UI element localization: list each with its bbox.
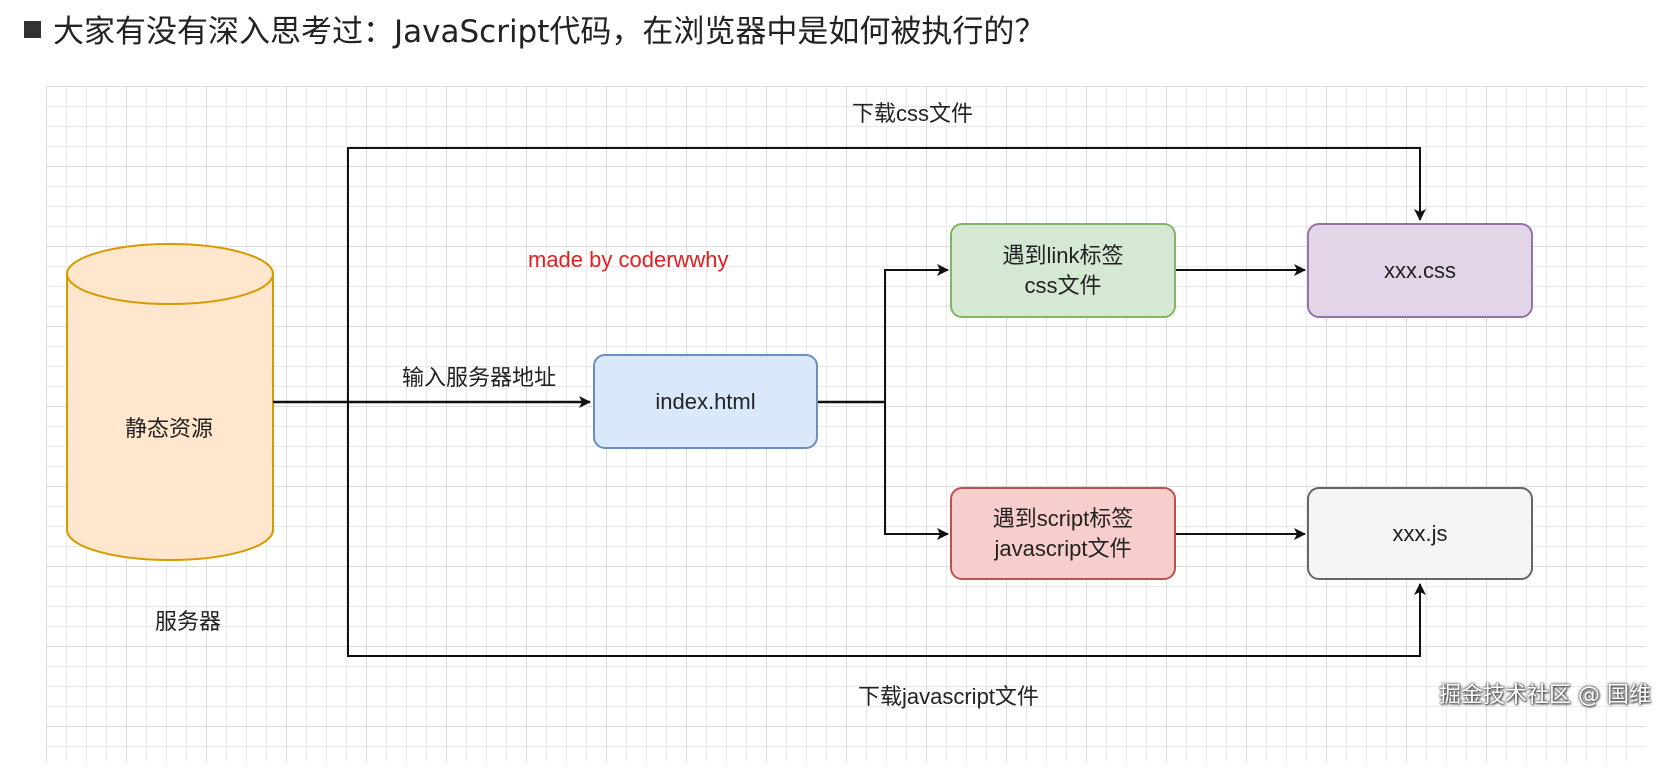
download-css-label: 下载css文件 (852, 101, 974, 126)
arrow-index-to-link (884, 264, 949, 402)
arrow-download-css (347, 147, 1426, 402)
link-tag-node: 遇到link标签 css文件 (950, 223, 1176, 318)
page-heading: 大家有没有深入思考过：JavaScript代码，在浏览器中是如何被执行的？ (24, 6, 1045, 50)
static-resources-cylinder (66, 243, 274, 561)
link-tag-line1: 遇到link标签 (1002, 242, 1124, 268)
script-tag-node: 遇到script标签 javascript文件 (950, 487, 1176, 580)
js-file-node: xxx.js (1307, 487, 1533, 580)
css-file-node: xxx.css (1307, 223, 1533, 318)
cylinder-label: 静态资源 (125, 416, 214, 441)
input-address-label: 输入服务器地址 (402, 365, 557, 390)
credit-text: made by coderwwhy (528, 247, 729, 272)
server-label: 服务器 (155, 609, 222, 634)
download-js-label: 下载javascript文件 (858, 684, 1039, 709)
css-file-text: xxx.css (1383, 257, 1457, 283)
index-html-node: index.html (593, 354, 818, 449)
arrow-download-js (347, 402, 1426, 657)
diagram-canvas (46, 86, 1646, 762)
link-tag-line2: css文件 (1024, 272, 1102, 298)
index-html-text: index.html (655, 388, 756, 414)
script-tag-line1: 遇到script标签 (992, 505, 1134, 531)
square-bullet-icon (24, 20, 41, 38)
script-tag-line2: javascript文件 (994, 535, 1132, 561)
js-file-text: xxx.js (1392, 520, 1448, 546)
heading-text: 大家有没有深入思考过：JavaScript代码，在浏览器中是如何被执行的？ (53, 13, 1046, 50)
site-watermark: 掘金技术社区 @ 国维 (1439, 683, 1651, 708)
arrow-index-to-script (884, 402, 949, 540)
